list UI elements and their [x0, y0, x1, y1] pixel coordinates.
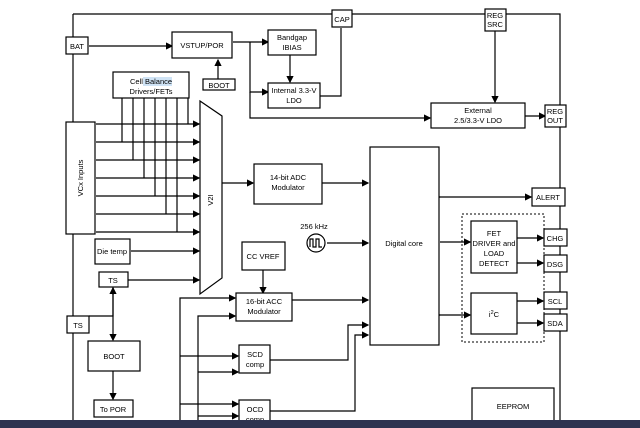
digital-core-label: Digital core [385, 239, 423, 248]
pin-ts-label: TS [73, 321, 83, 330]
pin-cap [331, 9, 353, 28]
bandgap-label-line1: Bandgap [277, 33, 307, 42]
cell-balance-line1: Cell Balance [130, 77, 172, 86]
to-por-block [93, 399, 134, 418]
adc-line1: 14-bit ADC [270, 173, 307, 182]
pin-alert [531, 187, 566, 207]
pin-bat-label: BAT [70, 42, 84, 51]
digital-core-block [369, 146, 440, 346]
fet-driver-block [470, 220, 518, 274]
adc-line2: Modulator [271, 183, 305, 192]
ocd-line1: OCD [247, 405, 264, 414]
die-temp-block [94, 238, 131, 265]
ts-block-label: TS [108, 276, 118, 285]
pin-reg-src-line2: SRC [487, 20, 503, 29]
pin-chg [543, 228, 568, 247]
pin-sda-label: SDA [547, 319, 562, 328]
scd-line1: SCD [247, 350, 263, 359]
i2c-label: i2C [489, 310, 500, 319]
vstup-por-label: VSTUP/POR [180, 41, 224, 50]
external-ldo-line1: External [464, 106, 492, 115]
internal-ldo-line1: Internal 3.3-V [271, 86, 316, 95]
external-ldo-line2: 2.5/3.3-V LDO [454, 116, 502, 125]
to-por-label: To POR [100, 405, 127, 414]
die-temp-label: Die temp [97, 247, 127, 256]
pin-scl-label: SCL [548, 297, 563, 306]
vcx-inputs-block [65, 121, 96, 235]
acc-block [235, 292, 293, 322]
acc-line1: 16-bit ACC [246, 297, 283, 306]
internal-ldo-line2: LDO [286, 96, 302, 105]
boot-pin-small [202, 78, 236, 91]
pin-cap-label: CAP [334, 15, 349, 24]
pin-chg-label: CHG [547, 234, 564, 243]
vstup-por-block [171, 31, 233, 59]
fet-line1: FET [487, 229, 502, 238]
acc-line2: Modulator [247, 307, 281, 316]
scd-line2: comp [246, 360, 264, 369]
scd-block [238, 344, 271, 374]
text-highlight [143, 77, 172, 86]
pin-reg-src-line1: REG [487, 11, 503, 20]
mux-label: V2I [206, 194, 215, 205]
oscillator-label: 256 kHz [300, 222, 328, 231]
fet-line3: LOAD [484, 249, 505, 258]
vcx-inputs-label: VCx Inputs [76, 159, 85, 196]
cell-balance-line2: Drivers/FETs [130, 87, 173, 96]
boot-small-label: BOOT [208, 81, 230, 90]
internal-ldo-block [267, 82, 321, 109]
pin-reg-out [544, 104, 567, 128]
voltage-to-current-mux [199, 99, 223, 296]
bandgap-label-line2: IBIAS [282, 43, 301, 52]
fet-line2: DRIVER and [473, 239, 516, 248]
adc-block [253, 163, 323, 205]
pin-sda [543, 313, 568, 332]
eeprom-label: EEPROM [497, 402, 530, 411]
ocd-line2: comp [246, 415, 264, 424]
boot-block [87, 340, 141, 372]
i2c-block [470, 292, 518, 335]
cc-vref-label: CC VREF [247, 252, 280, 261]
pin-dsg [543, 254, 568, 273]
pin-ts [66, 315, 90, 334]
pin-alert-label: ALERT [536, 193, 560, 202]
pin-scl [543, 291, 568, 310]
cc-vref-block [241, 241, 286, 271]
window-bottom-band [0, 420, 640, 428]
pin-reg-out-line1: REG [547, 107, 563, 116]
bandgap-block [267, 29, 317, 56]
pin-dsg-label: DSG [547, 260, 563, 269]
pin-reg-src [484, 8, 507, 32]
square-wave-icon [309, 238, 322, 248]
pin-reg-out-line2: OUT [547, 116, 563, 125]
external-ldo-block [430, 102, 526, 129]
ts-block [98, 271, 129, 288]
boot-block-label: BOOT [103, 352, 125, 361]
pin-bat [65, 36, 89, 55]
outer-border-top [73, 13, 561, 420]
wires [89, 28, 547, 420]
fet-line4: DETECT [479, 259, 509, 268]
